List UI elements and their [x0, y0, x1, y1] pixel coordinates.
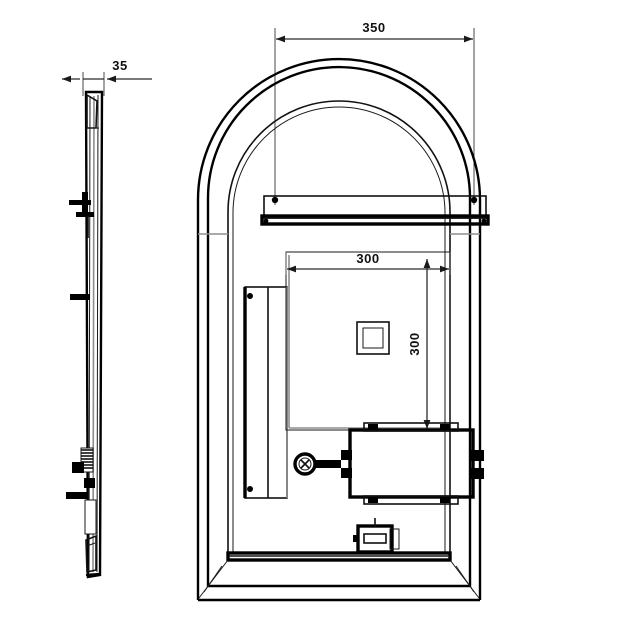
dim-300-v-label: 300: [407, 332, 422, 355]
top-bar-fastener-right: [470, 196, 478, 204]
control-box-terminal-left-2: [341, 468, 352, 478]
center-square-inner: [362, 327, 384, 349]
dim-35-label: 35: [112, 58, 127, 73]
side-coil-block: [72, 462, 84, 473]
side-lower-chamber: [84, 499, 97, 535]
round-gauge-stem: [315, 460, 341, 468]
side-bracket-upper-arm: [69, 200, 91, 205]
control-box-terminal-right-1: [471, 450, 484, 461]
base-chamfer-left-b: [203, 565, 223, 593]
side-bracket-upper-arm2: [76, 212, 94, 217]
side-bracket-upper-post: [82, 192, 88, 214]
side-profile-center-line: [92, 95, 95, 573]
top-bar-corner-dot-left: [263, 218, 269, 224]
center-square-outer: [356, 321, 390, 355]
side-profile-view: 35: [62, 58, 152, 579]
top-bar-lower-flange: [260, 214, 490, 226]
control-box-terminal-right-2: [471, 468, 484, 479]
side-lower-foot: [85, 534, 97, 573]
side-bottom-edge: [85, 572, 102, 577]
base-chamfer-right-b: [455, 565, 475, 593]
round-gauge-cross-b: [300, 459, 310, 469]
round-gauge-inner-ring: [298, 457, 312, 471]
side-lower-foot-line: [86, 542, 96, 547]
control-box-tab-screw-tl: [368, 424, 378, 430]
side-fastener-lower-blk: [84, 478, 95, 488]
bottom-module-window: [363, 533, 387, 544]
outer-arched-shell-top: [206, 65, 472, 232]
control-box-tab-screw-br: [440, 497, 450, 503]
side-fastener-lower-arm: [66, 492, 88, 499]
bottom-module-side-cap: [389, 528, 400, 550]
side-profile-inner-line-a: [88, 95, 91, 573]
dim-350-label: 350: [362, 20, 385, 35]
side-profile-inner-line-b: [96, 94, 99, 573]
front-elevation-view: 350: [196, 20, 490, 602]
control-box: [348, 428, 475, 499]
control-box-mount-tab-bottom: [363, 495, 459, 505]
bottom-module-terminal-left: [353, 535, 359, 542]
inner-arched-shell-b: [232, 106, 446, 248]
top-bar-corner-dot-right: [481, 218, 487, 224]
left-bar-fastener-top: [247, 293, 253, 299]
side-fastener-mid: [70, 294, 90, 300]
dim-300-h-label: 300: [356, 251, 379, 266]
control-box-tab-screw-tr: [440, 424, 450, 430]
control-box-mount-tab-top: [363, 422, 459, 432]
top-bar-fastener-left: [271, 196, 279, 204]
outer-arched-shell-body: [206, 232, 472, 588]
control-box-tab-screw-bl: [368, 497, 378, 503]
outer-shell-outer-arc: [196, 57, 482, 234]
control-box-terminal-left-1: [341, 450, 352, 460]
left-bar-fastener-bottom: [247, 486, 253, 492]
inner-arched-shell-a: [227, 100, 451, 245]
